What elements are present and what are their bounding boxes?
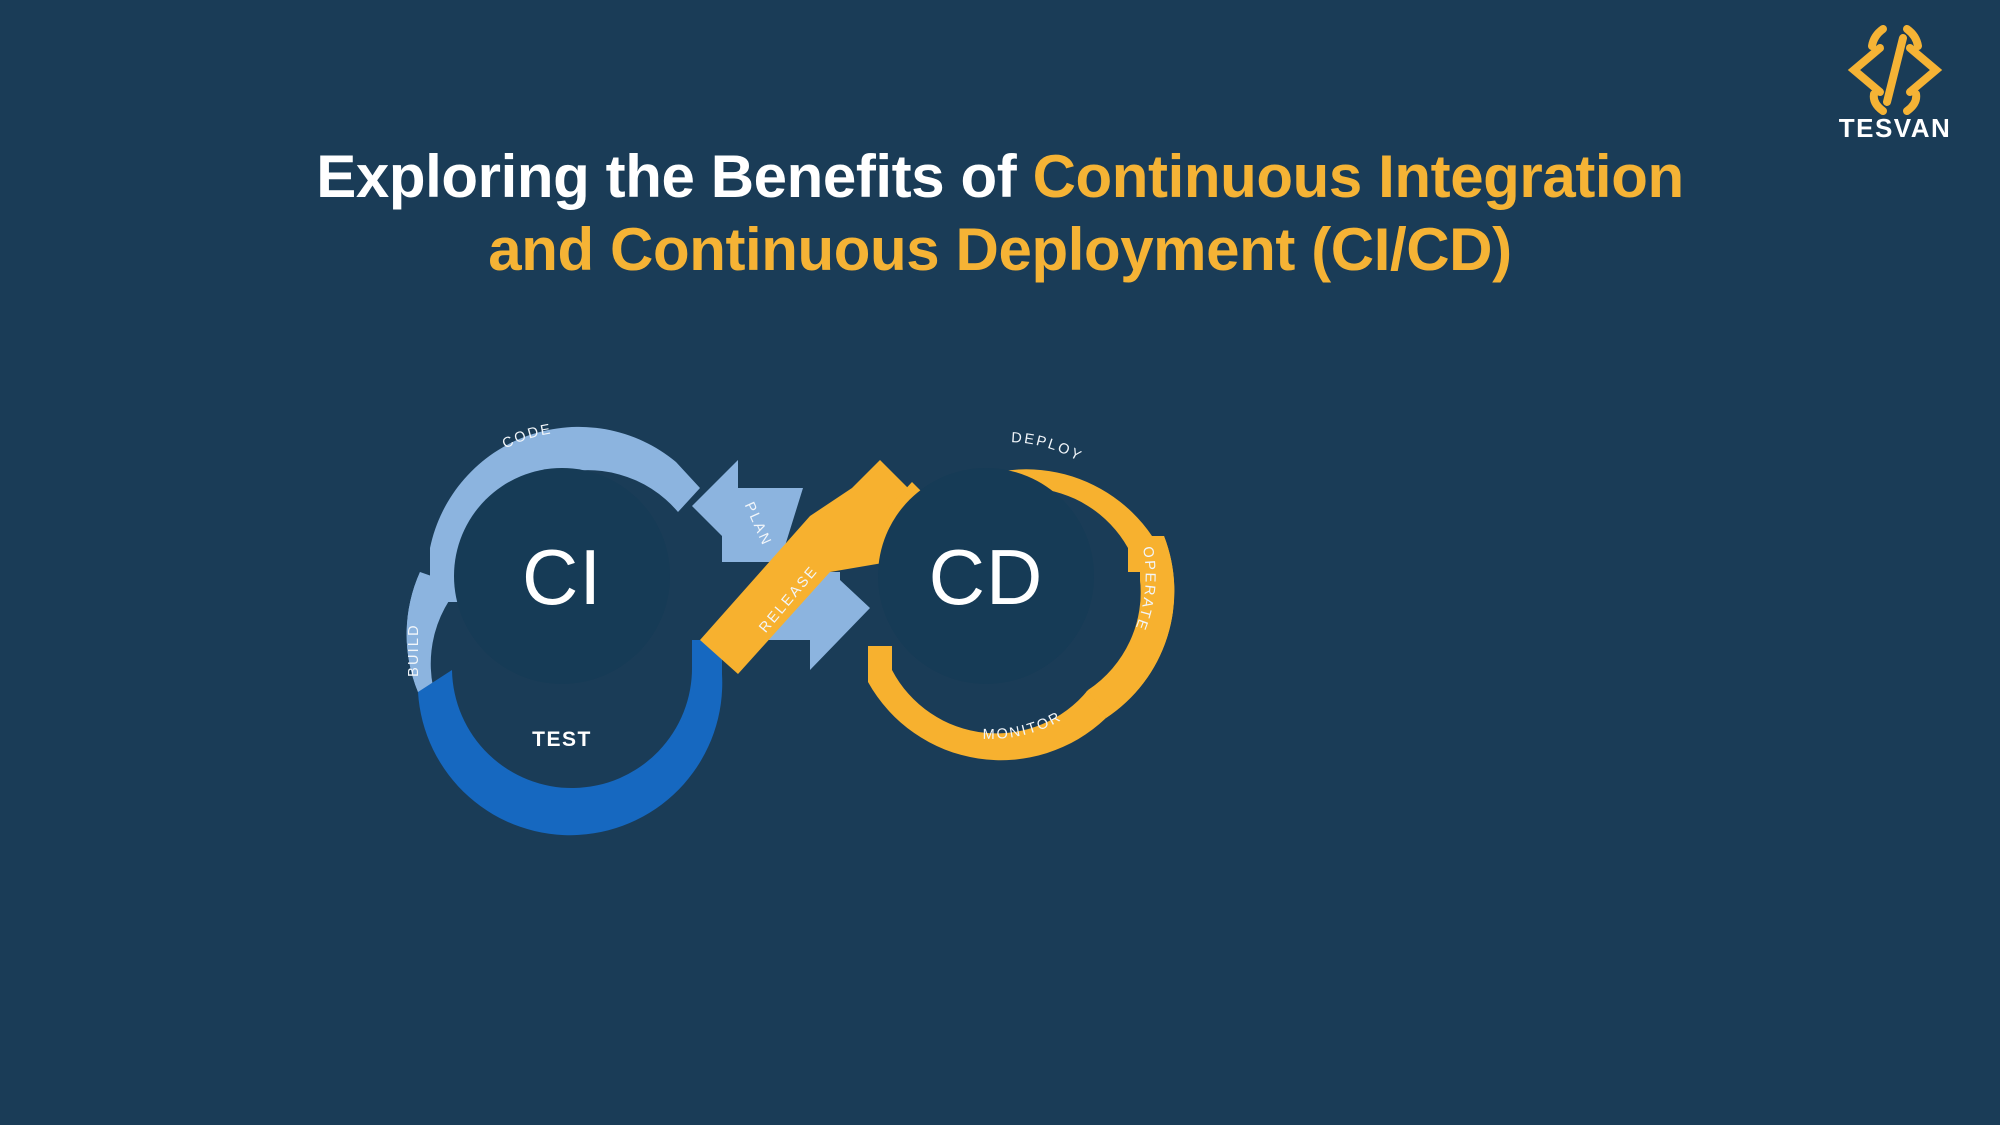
page-title: Exploring the Benefits of Continuous Int… bbox=[0, 140, 2000, 286]
cd-core-label: CD bbox=[929, 533, 1044, 621]
plan-segment-shape bbox=[692, 460, 803, 562]
ci-core-label: CI bbox=[522, 533, 602, 621]
ci-stage-build[interactable]: BUILD bbox=[406, 572, 460, 720]
cd-stage-deploy-label: DEPLOY bbox=[1011, 430, 1086, 465]
code-brackets-icon bbox=[1847, 25, 1943, 115]
ci-stage-test-label: TEST bbox=[532, 728, 592, 751]
ci-stage-build-label: BUILD bbox=[406, 623, 422, 677]
ci-stage-plan[interactable]: PLAN bbox=[692, 460, 803, 562]
monitor-segment-shape bbox=[868, 646, 1106, 761]
brand-name: TESVAN bbox=[1838, 113, 1952, 143]
cd-loop: RELEASE DEPLOY OPERATE bbox=[700, 430, 1175, 761]
title-line-2-accent: and Continuous Deployment (CI/CD) bbox=[488, 216, 1512, 284]
ci-loop: CODE BUILD TEST PLAN bbox=[406, 421, 870, 836]
title-line-1-white: Exploring the Benefits of bbox=[316, 143, 1033, 210]
ci-core-circle bbox=[454, 468, 670, 684]
build-segment-shape-2 bbox=[406, 572, 460, 720]
cd-core-circle bbox=[878, 468, 1094, 684]
cicd-infinity-diagram: CODE BUILD TEST PLAN bbox=[340, 340, 1240, 836]
test-segment-shape bbox=[418, 640, 723, 836]
brand-logo: TESVAN bbox=[1820, 22, 1970, 152]
code-segment-shape bbox=[430, 426, 700, 602]
operate-segment-shape-2 bbox=[1088, 536, 1175, 718]
title-line-1-accent: Continuous Integration bbox=[1032, 143, 1685, 210]
title-line-2: and Continuous Deployment (CI/CD) bbox=[140, 213, 1860, 286]
ci-stage-test[interactable]: TEST bbox=[418, 640, 723, 836]
release-segment-shape bbox=[700, 460, 926, 674]
title-line-1: Exploring the Benefits of Continuous Int… bbox=[140, 140, 1860, 213]
